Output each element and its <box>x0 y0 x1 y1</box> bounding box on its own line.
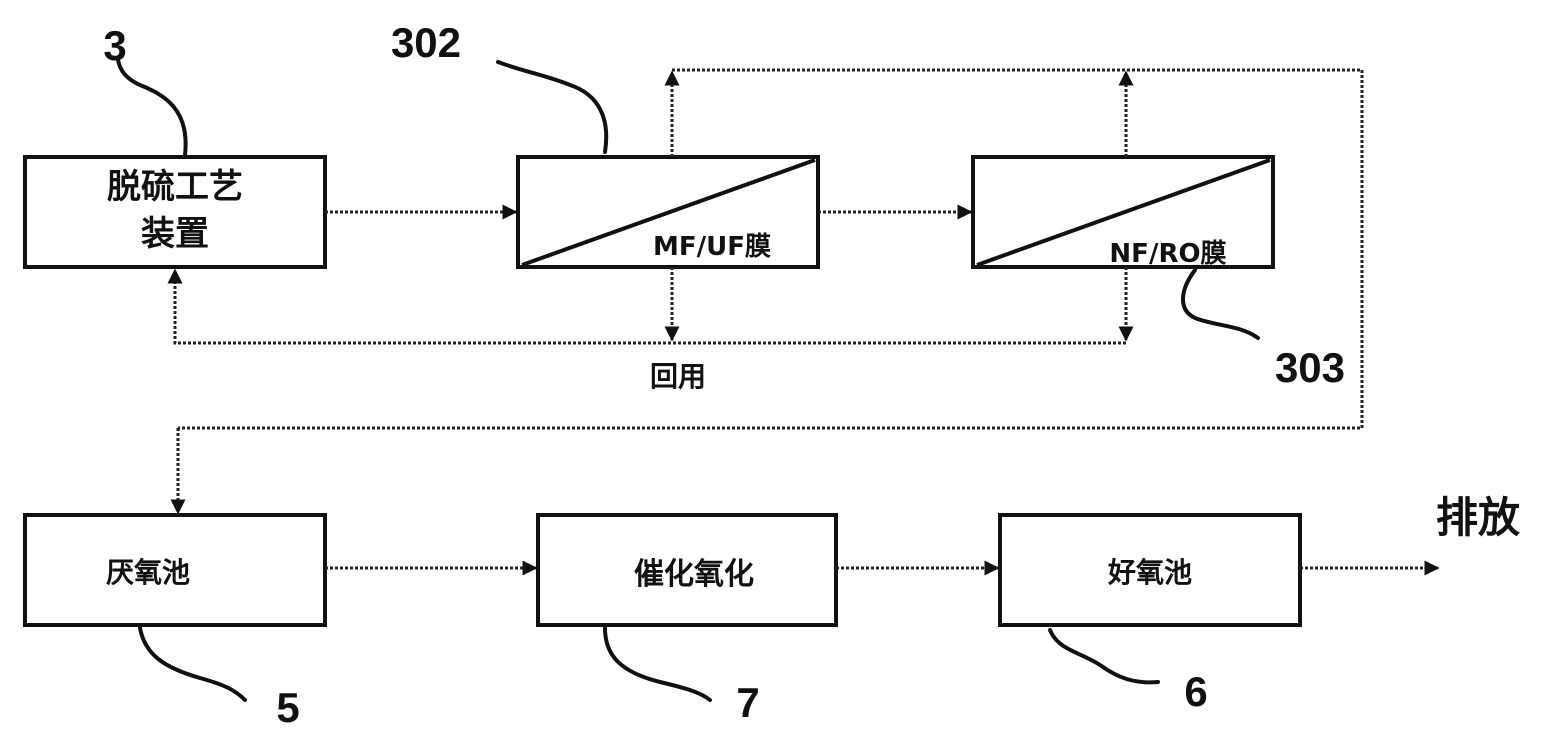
membrane-diagonal <box>521 158 816 267</box>
ref-5: 5 <box>276 684 299 731</box>
discharge-label: 排放 <box>1436 493 1520 542</box>
leader-302 <box>496 60 609 154</box>
anoxic-tank-label: 厌氧池 <box>106 556 190 589</box>
catalytic-oxidation-box: 催化氧化 <box>536 513 838 627</box>
membrane-diagonal <box>976 158 1271 267</box>
catalytic-oxidation-label: 催化氧化 <box>634 557 754 592</box>
ref-302: 302 <box>391 19 461 66</box>
leader-6 <box>1048 628 1160 685</box>
desulfurization-unit-box: 脱硫工艺 装置 <box>23 155 327 269</box>
reuse-label: 回用 <box>650 360 706 393</box>
nf-uf-membrane-label: MF/UF膜 <box>653 232 771 262</box>
nf-uf-membrane-box: MF/UF膜 <box>516 155 820 269</box>
leader-7 <box>603 626 712 702</box>
ref-303: 303 <box>1275 344 1345 391</box>
ref-7: 7 <box>736 679 759 726</box>
aerobic-tank-box: 好氧池 <box>998 513 1302 627</box>
flow-return-to-unit <box>167 268 1126 345</box>
desulfurization-unit-line2: 装置 <box>141 214 209 254</box>
nf-ro-membrane-label: NF/RO膜 <box>1109 239 1226 269</box>
leader-5 <box>138 626 247 702</box>
leader-3 <box>116 58 188 157</box>
ref-6: 6 <box>1184 668 1207 715</box>
flow-top-return-line <box>178 68 1364 430</box>
aerobic-tank-label: 好氧池 <box>1107 556 1192 589</box>
leader-303 <box>1181 268 1260 340</box>
ref-3: 3 <box>103 22 126 69</box>
anoxic-tank-box: 厌氧池 <box>23 513 327 627</box>
desulfurization-unit-line1: 脱硫工艺 <box>107 167 243 207</box>
nf-ro-membrane-box: NF/RO膜 <box>971 155 1275 269</box>
